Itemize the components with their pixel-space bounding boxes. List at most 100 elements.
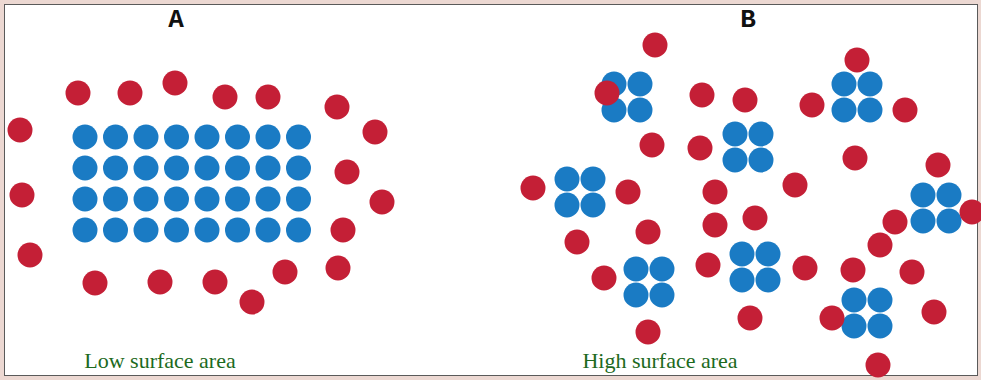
blue-particle bbox=[842, 288, 867, 313]
red-particle bbox=[118, 81, 143, 106]
red-particle bbox=[256, 85, 281, 110]
red-particle bbox=[636, 220, 661, 245]
red-particle bbox=[841, 258, 866, 283]
red-particle bbox=[148, 270, 173, 295]
blue-particle bbox=[624, 257, 649, 282]
blue-particle bbox=[756, 242, 781, 267]
blue-particle bbox=[868, 288, 893, 313]
panel-caption: High surface area bbox=[582, 349, 737, 373]
blue-particle bbox=[134, 218, 159, 243]
blue-particle bbox=[749, 122, 774, 147]
blue-particle bbox=[103, 125, 128, 150]
blue-particle bbox=[103, 187, 128, 212]
red-particle bbox=[335, 160, 360, 185]
red-particle bbox=[273, 260, 298, 285]
blue-particle bbox=[195, 187, 220, 212]
blue-particle bbox=[134, 187, 159, 212]
red-particle bbox=[592, 266, 617, 291]
red-particle bbox=[10, 183, 35, 208]
red-particle bbox=[203, 270, 228, 295]
red-particle bbox=[636, 320, 661, 345]
red-particle bbox=[213, 85, 238, 110]
red-particle bbox=[783, 173, 808, 198]
blue-particle bbox=[842, 314, 867, 339]
blue-particle bbox=[858, 72, 883, 97]
red-particle bbox=[326, 256, 351, 281]
blue-particle bbox=[749, 148, 774, 173]
blue-particle bbox=[225, 218, 250, 243]
blue-particle bbox=[650, 283, 675, 308]
blue-particle bbox=[164, 125, 189, 150]
particle-group bbox=[8, 33, 981, 378]
blue-particle bbox=[134, 125, 159, 150]
panel-letter: B bbox=[740, 6, 756, 35]
red-particle bbox=[688, 136, 713, 161]
panel-caption: Low surface area bbox=[84, 349, 235, 373]
red-particle bbox=[643, 33, 668, 58]
panel-letter: A bbox=[168, 6, 184, 35]
red-particle bbox=[565, 230, 590, 255]
blue-particle bbox=[723, 122, 748, 147]
red-particle bbox=[690, 83, 715, 108]
blue-particle bbox=[756, 268, 781, 293]
blue-particle bbox=[286, 218, 311, 243]
red-particle bbox=[325, 95, 350, 120]
red-particle bbox=[893, 98, 918, 123]
red-particle bbox=[18, 243, 43, 268]
red-particle bbox=[696, 253, 721, 278]
blue-particle bbox=[164, 187, 189, 212]
blue-particle bbox=[256, 187, 281, 212]
red-particle bbox=[866, 353, 891, 378]
blue-particle bbox=[195, 125, 220, 150]
red-particle bbox=[843, 146, 868, 171]
red-particle bbox=[926, 153, 951, 178]
red-particle bbox=[738, 306, 763, 331]
blue-particle bbox=[555, 167, 580, 192]
blue-particle bbox=[256, 156, 281, 181]
red-particle bbox=[703, 180, 728, 205]
blue-particle bbox=[581, 193, 606, 218]
red-particle bbox=[820, 306, 845, 331]
red-particle bbox=[793, 256, 818, 281]
red-particle bbox=[800, 93, 825, 118]
blue-particle bbox=[911, 209, 936, 234]
blue-particle bbox=[195, 218, 220, 243]
red-particle bbox=[66, 81, 91, 106]
blue-particle bbox=[832, 98, 857, 123]
blue-particle bbox=[73, 218, 98, 243]
blue-particle bbox=[858, 98, 883, 123]
blue-particle bbox=[581, 167, 606, 192]
blue-particle bbox=[164, 156, 189, 181]
red-particle bbox=[883, 210, 908, 235]
blue-particle bbox=[286, 156, 311, 181]
blue-particle bbox=[73, 187, 98, 212]
red-particle bbox=[521, 176, 546, 201]
blue-particle bbox=[164, 218, 189, 243]
blue-particle bbox=[723, 148, 748, 173]
red-particle bbox=[83, 271, 108, 296]
blue-particle bbox=[73, 156, 98, 181]
red-particle bbox=[240, 290, 265, 315]
blue-particle bbox=[730, 268, 755, 293]
blue-particle bbox=[555, 193, 580, 218]
red-particle bbox=[640, 133, 665, 158]
red-particle bbox=[363, 120, 388, 145]
blue-particle bbox=[256, 125, 281, 150]
red-particle bbox=[616, 180, 641, 205]
blue-particle bbox=[650, 257, 675, 282]
red-particle bbox=[370, 190, 395, 215]
blue-particle bbox=[195, 156, 220, 181]
blue-particle bbox=[225, 125, 250, 150]
blue-particle bbox=[134, 156, 159, 181]
blue-particle bbox=[103, 156, 128, 181]
blue-particle bbox=[624, 283, 649, 308]
red-particle bbox=[868, 233, 893, 258]
blue-particle bbox=[937, 183, 962, 208]
panel-frame bbox=[5, 5, 978, 376]
blue-particle bbox=[73, 125, 98, 150]
blue-particle bbox=[730, 242, 755, 267]
red-particle bbox=[845, 48, 870, 73]
blue-particle bbox=[286, 125, 311, 150]
red-particle bbox=[922, 300, 947, 325]
